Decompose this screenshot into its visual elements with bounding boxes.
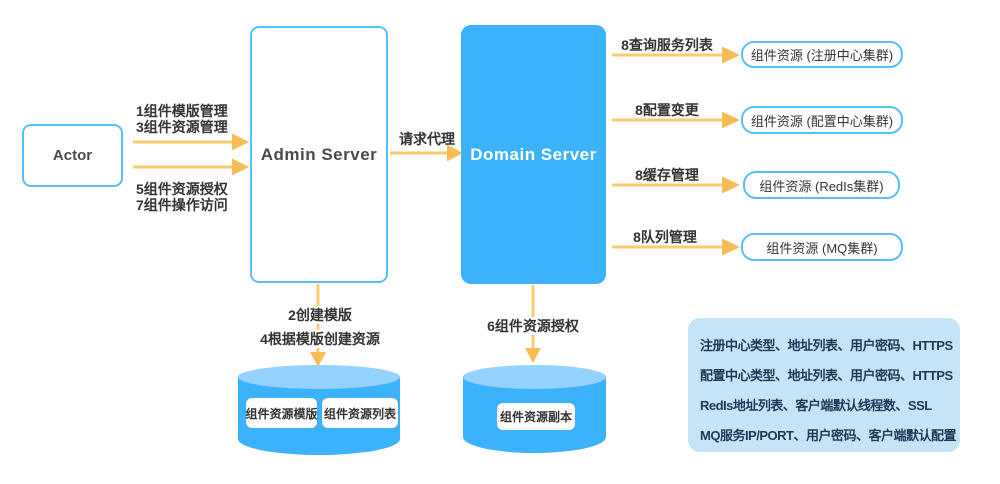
store-item-resource-list: 组件资源列表 — [322, 398, 398, 428]
edge-label-queue-management: 8队列管理 — [633, 229, 697, 245]
resource-box-label: 组件资源 (注册中心集群) — [750, 48, 894, 63]
info-line-redis: RedIs地址列表、客户端默认线程数、SSL — [700, 398, 932, 413]
edge-label-resource-authorization: 6组件资源授权 — [470, 317, 596, 335]
cylinder-top-ellipse — [238, 365, 400, 389]
resource-box-label: 组件资源 (MQ集群) — [766, 240, 878, 256]
info-line-mq: MQ服务IP/PORT、用户密码、客户端默认配置 — [700, 428, 956, 443]
resource-box-config-cluster: 组件资源 (配置中心集群) — [741, 106, 903, 134]
info-line-config: 配置中心类型、地址列表、用户密码、HTTPS — [700, 368, 953, 383]
arrow-domain-to-redis — [612, 176, 740, 194]
edge-label-actor-admin-bottom: 5组件资源授权 7组件操作访问 — [136, 181, 228, 213]
resource-box-registry-cluster: 组件资源 (注册中心集群) — [741, 41, 903, 68]
cylinder-top-ellipse — [463, 365, 606, 389]
admin-server-node: Admin Server — [250, 26, 388, 283]
arrow-admin-to-domain — [390, 144, 463, 162]
edge-label-create-template: 2创建模版 — [257, 306, 383, 324]
arrow-domain-to-mq — [612, 238, 740, 256]
domain-server-label: Domain Server — [470, 144, 597, 164]
edge-label-config-change: 8配置变更 — [635, 102, 699, 118]
store-item-resource-replica: 组件资源副本 — [497, 403, 575, 430]
arrow-domain-to-registry — [612, 46, 740, 64]
resource-box-label: 组件资源 (RedIs集群) — [759, 178, 884, 194]
arrow-actor-to-admin-bottom — [133, 158, 249, 176]
store-item-resource-template: 组件资源模版 — [246, 398, 318, 428]
info-line-registry: 注册中心类型、地址列表、用户密码、HTTPS — [700, 338, 953, 353]
edge-label-line: 1组件模版管理 — [136, 103, 228, 119]
resource-box-redis-cluster: 组件资源 (RedIs集群) — [743, 171, 900, 199]
edge-label-actor-admin-top: 1组件模版管理 3组件资源管理 — [136, 103, 228, 135]
resource-box-mq-cluster: 组件资源 (MQ集群) — [741, 233, 903, 261]
actor-node: Actor — [22, 124, 123, 187]
admin-server-label: Admin Server — [260, 144, 378, 164]
edge-label-query-service-list: 8查询服务列表 — [621, 37, 713, 53]
arrow-domain-to-config — [612, 111, 740, 129]
domain-server-node: Domain Server — [461, 25, 606, 284]
config-info-panel: 注册中心类型、地址列表、用户密码、HTTPS 配置中心类型、地址列表、用户密码、… — [688, 318, 960, 452]
actor-label: Actor — [52, 147, 93, 164]
arrow-actor-to-admin-top — [133, 133, 249, 151]
edge-label-line: 7组件操作访问 — [136, 197, 228, 213]
replica-store-cylinder: 组件资源副本 — [463, 365, 606, 453]
edge-label-line: 5组件资源授权 — [136, 181, 228, 197]
template-store-cylinder: 组件资源模版 组件资源列表 — [238, 365, 400, 455]
arrow-admin-to-template-store — [310, 284, 326, 367]
edge-label-line: 3组件资源管理 — [136, 119, 228, 135]
edge-label-request-proxy: 请求代理 — [399, 131, 455, 147]
resource-box-label: 组件资源 (配置中心集群) — [750, 113, 894, 129]
edge-label-create-resource-from-template: 4根据模版创建资源 — [256, 330, 384, 348]
edge-label-cache-management: 8缓存管理 — [635, 167, 699, 183]
